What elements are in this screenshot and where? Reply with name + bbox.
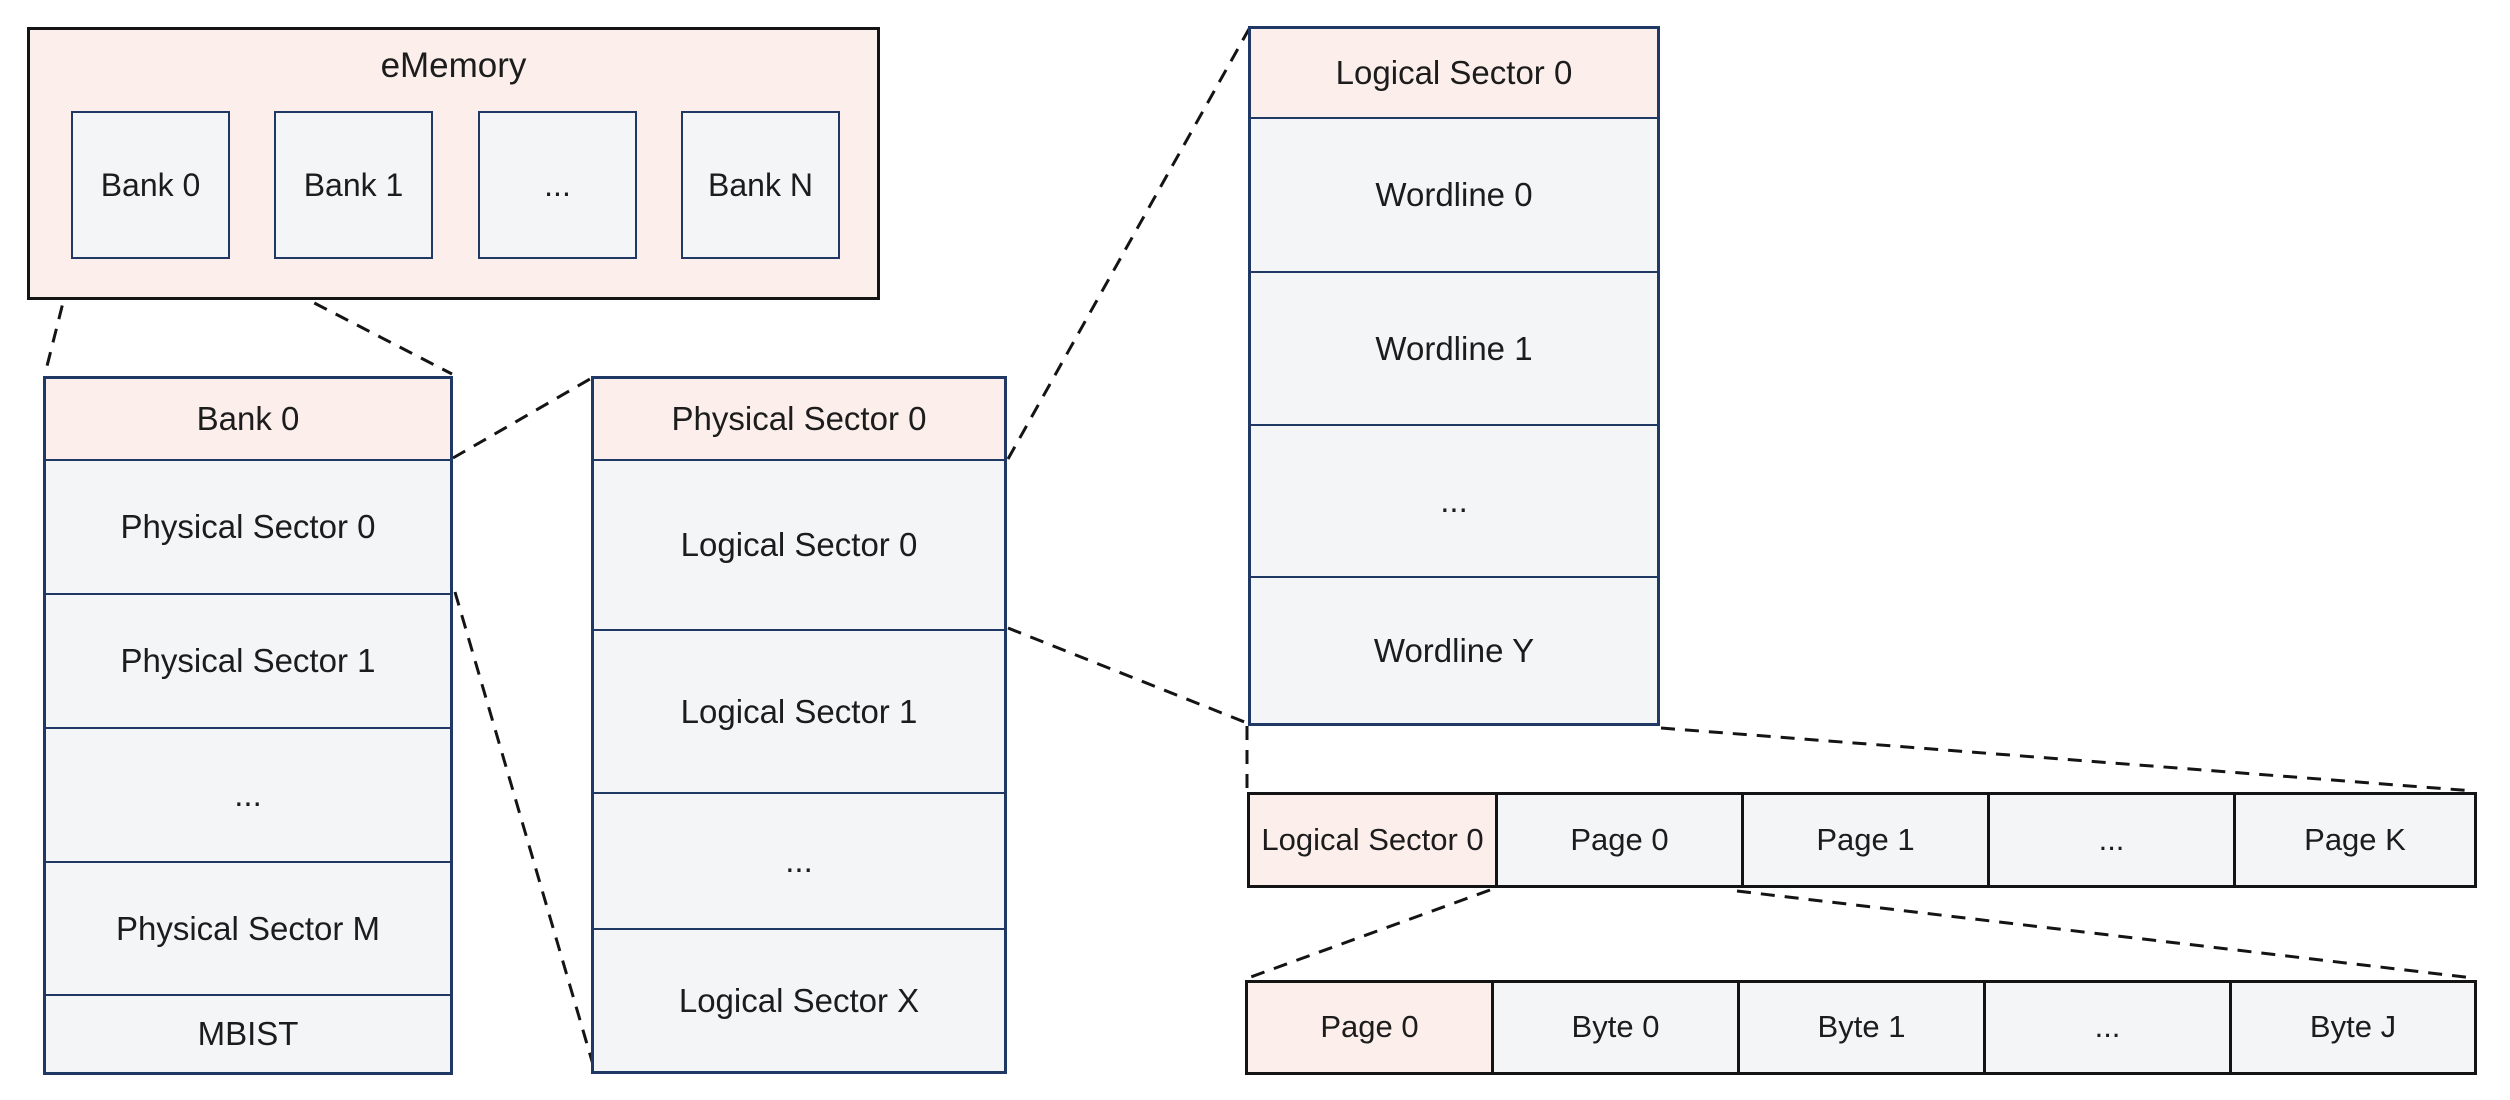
row-physical-sector-ellipsis: ... [46, 727, 450, 861]
cell-byte-ellipsis: ... [1983, 983, 2229, 1072]
cell-byte-1: Byte 1 [1737, 983, 1983, 1072]
row-physical-sector-1: Physical Sector 1 [46, 593, 450, 727]
cell-page-0: Page 0 [1495, 795, 1741, 885]
row-logical-sector-0: Logical Sector 0 [594, 459, 1004, 629]
bank0-column-header: Bank 0 [46, 379, 450, 459]
bank-box-ellipsis: ... [478, 111, 637, 259]
connector-page0-to-bytesrow-right [1736, 889, 2474, 980]
bank0-column: Bank 0 Physical Sector 0 Physical Sector… [43, 376, 453, 1075]
pages-row-header: Logical Sector 0 [1250, 795, 1495, 885]
pages-row: Logical Sector 0 Page 0 Page 1 ... Page … [1247, 792, 2477, 888]
row-logical-sector-1: Logical Sector 1 [594, 629, 1004, 792]
physical-sector0-column-header: Physical Sector 0 [594, 379, 1004, 459]
row-mbist: MBIST [46, 994, 450, 1072]
bytes-row-header: Page 0 [1248, 983, 1491, 1072]
connector-ps0-to-midcol-top [452, 377, 591, 460]
cell-page-k: Page K [2233, 795, 2474, 885]
connector-ls0-to-wlcol-bottom [1007, 626, 1248, 725]
row-logical-sector-ellipsis: ... [594, 792, 1004, 928]
row-physical-sector-m: Physical Sector M [46, 861, 450, 994]
row-wordline-1: Wordline 1 [1251, 271, 1657, 424]
connector-ls0-to-wlcol-top [1006, 28, 1251, 460]
row-logical-sector-x: Logical Sector X [594, 928, 1004, 1071]
connector-page0-to-bytesrow-left [1247, 888, 1491, 980]
logical-sector0-column-header: Logical Sector 0 [1251, 29, 1657, 117]
row-wordline-ellipsis: ... [1251, 424, 1657, 576]
connector-wlcol-to-pagesrow-right [1660, 726, 2475, 793]
bank-box-1: Bank 1 [274, 111, 433, 259]
row-wordline-0: Wordline 0 [1251, 117, 1657, 271]
connector-ps0-to-midcol-bottom [453, 591, 596, 1069]
cell-page-ellipsis: ... [1987, 795, 2233, 885]
cell-byte-0: Byte 0 [1491, 983, 1737, 1072]
bytes-row: Page 0 Byte 0 Byte 1 ... Byte J [1245, 980, 2477, 1075]
bank-box-0: Bank 0 [71, 111, 230, 259]
ememory-title: eMemory [380, 46, 527, 85]
row-wordline-y: Wordline Y [1251, 576, 1657, 723]
logical-sector0-column: Logical Sector 0 Wordline 0 Wordline 1 .… [1248, 26, 1660, 726]
ememory-box: eMemory Bank 0 Bank 1 ... Bank N [27, 27, 880, 300]
cell-byte-j: Byte J [2229, 983, 2474, 1072]
physical-sector0-column: Physical Sector 0 Logical Sector 0 Logic… [591, 376, 1007, 1074]
row-physical-sector-0: Physical Sector 0 [46, 459, 450, 593]
cell-page-1: Page 1 [1741, 795, 1987, 885]
bank-box-n: Bank N [681, 111, 840, 259]
